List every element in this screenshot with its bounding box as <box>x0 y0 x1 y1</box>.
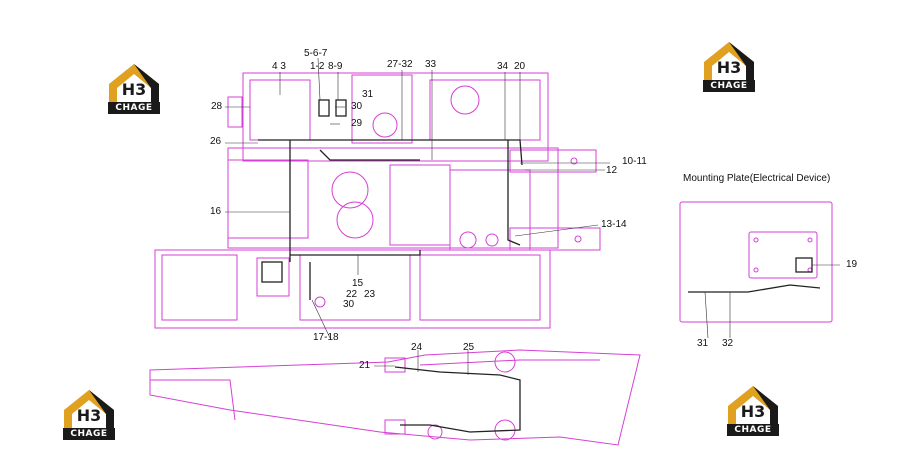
callout-34: 34 <box>497 61 509 72</box>
pump-circle-mid <box>372 112 398 138</box>
brand-logo-bottom-right: H3 CHAGE <box>722 380 784 442</box>
callout-8-9: 8-9 <box>328 61 343 72</box>
base-right <box>419 254 541 321</box>
brand-logo-bottom-left: H3 CHAGE <box>58 384 120 446</box>
callout-20: 20 <box>514 61 526 72</box>
callout-12: 12 <box>606 165 618 176</box>
callout-1-2: 1-2 <box>310 61 325 72</box>
callout-21: 21 <box>359 360 371 371</box>
harness-boom <box>394 366 521 433</box>
callout-4-3: 4 3 <box>272 61 286 72</box>
electrical-device <box>748 231 818 279</box>
engine-block <box>389 164 451 246</box>
callout-29: 29 <box>351 118 363 129</box>
pulley <box>459 231 477 249</box>
callout-31-inset: 31 <box>697 338 709 349</box>
left-beam <box>227 159 309 239</box>
callout-27-32: 27-32 <box>387 59 413 70</box>
gear-left <box>331 171 369 209</box>
callout-22: 22 <box>346 289 358 300</box>
right-panel <box>429 79 541 141</box>
logo-word: CHAGE <box>108 102 160 114</box>
upper-frame <box>242 72 549 162</box>
callout-5-6-7: 5-6-7 <box>304 48 328 59</box>
callout-26: 26 <box>210 136 222 147</box>
harness-mid <box>319 149 420 161</box>
callout-25: 25 <box>463 342 475 353</box>
pulley-2 <box>485 233 499 247</box>
callout-19: 19 <box>846 259 858 270</box>
gear-left-2 <box>336 201 374 239</box>
callout-13-14: 13-14 <box>601 219 627 230</box>
pump-circle-top <box>450 85 480 115</box>
brand-logo-top-right: H3 CHAGE <box>698 36 760 98</box>
inset-title: Mounting Plate(Electrical Device) <box>683 173 831 184</box>
lower-base <box>154 249 551 329</box>
logo-mark: H3 <box>121 80 147 99</box>
harness-right <box>507 140 521 246</box>
callout-10-11: 10-11 <box>622 156 647 167</box>
callout-33: 33 <box>425 59 437 70</box>
boom <box>149 349 641 446</box>
harness-inset <box>688 284 821 293</box>
logo-word: CHAGE <box>703 80 755 92</box>
logo-mark: H3 <box>716 58 742 77</box>
logo-word: CHAGE <box>727 424 779 436</box>
logo-mark: H3 <box>76 406 102 425</box>
callout-32-inset: 32 <box>722 338 734 349</box>
callout-16: 16 <box>210 206 222 217</box>
cab-block <box>351 74 413 144</box>
brand-logo-top-left: H3 CHAGE <box>103 58 165 120</box>
callout-15: 15 <box>352 278 364 289</box>
mounting-plate <box>679 201 833 323</box>
callout-24: 24 <box>411 342 423 353</box>
callout-30-lower: 30 <box>343 299 355 310</box>
callout-23: 23 <box>364 289 376 300</box>
callout-31: 31 <box>362 89 374 100</box>
base-left <box>161 254 238 321</box>
right-block <box>449 169 531 251</box>
callout-28: 28 <box>211 101 223 112</box>
arm-lower <box>509 227 601 251</box>
control-box <box>256 257 290 297</box>
left-plate <box>227 96 243 128</box>
logo-mark: H3 <box>740 402 766 421</box>
arm-upper <box>509 149 597 173</box>
harness-lower <box>290 250 421 256</box>
logo-word: CHAGE <box>63 428 115 440</box>
callout-17-18: 17-18 <box>313 332 339 343</box>
callout-30: 30 <box>351 101 363 112</box>
